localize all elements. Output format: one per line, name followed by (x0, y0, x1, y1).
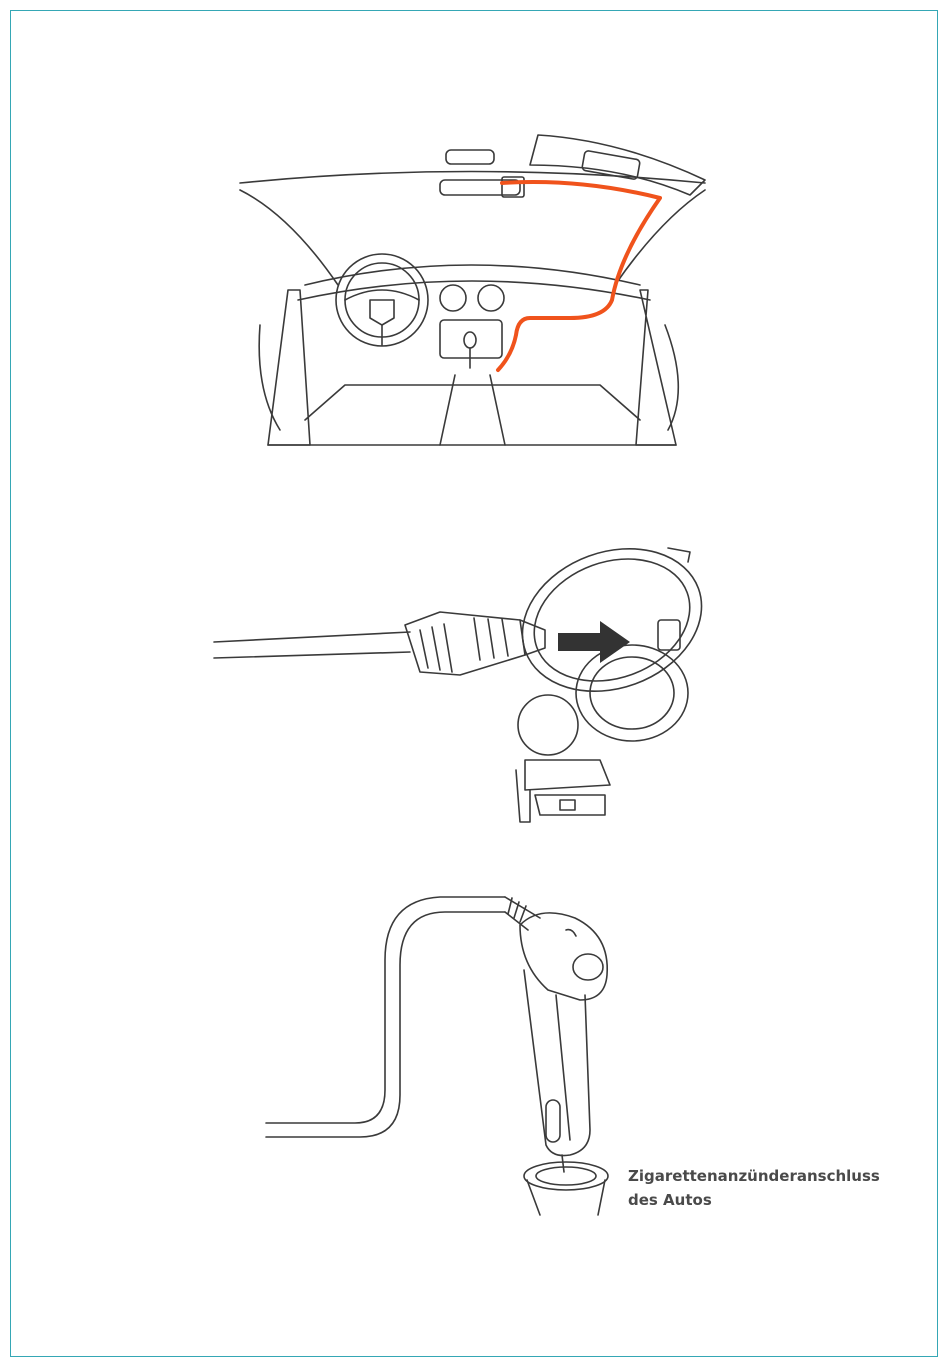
figure-caption: Zigarettenanzünderanschluss des Autos (628, 1164, 880, 1212)
caption-line-1: Zigarettenanzünderanschluss (628, 1164, 880, 1188)
caption-line-2: des Autos (628, 1188, 880, 1212)
